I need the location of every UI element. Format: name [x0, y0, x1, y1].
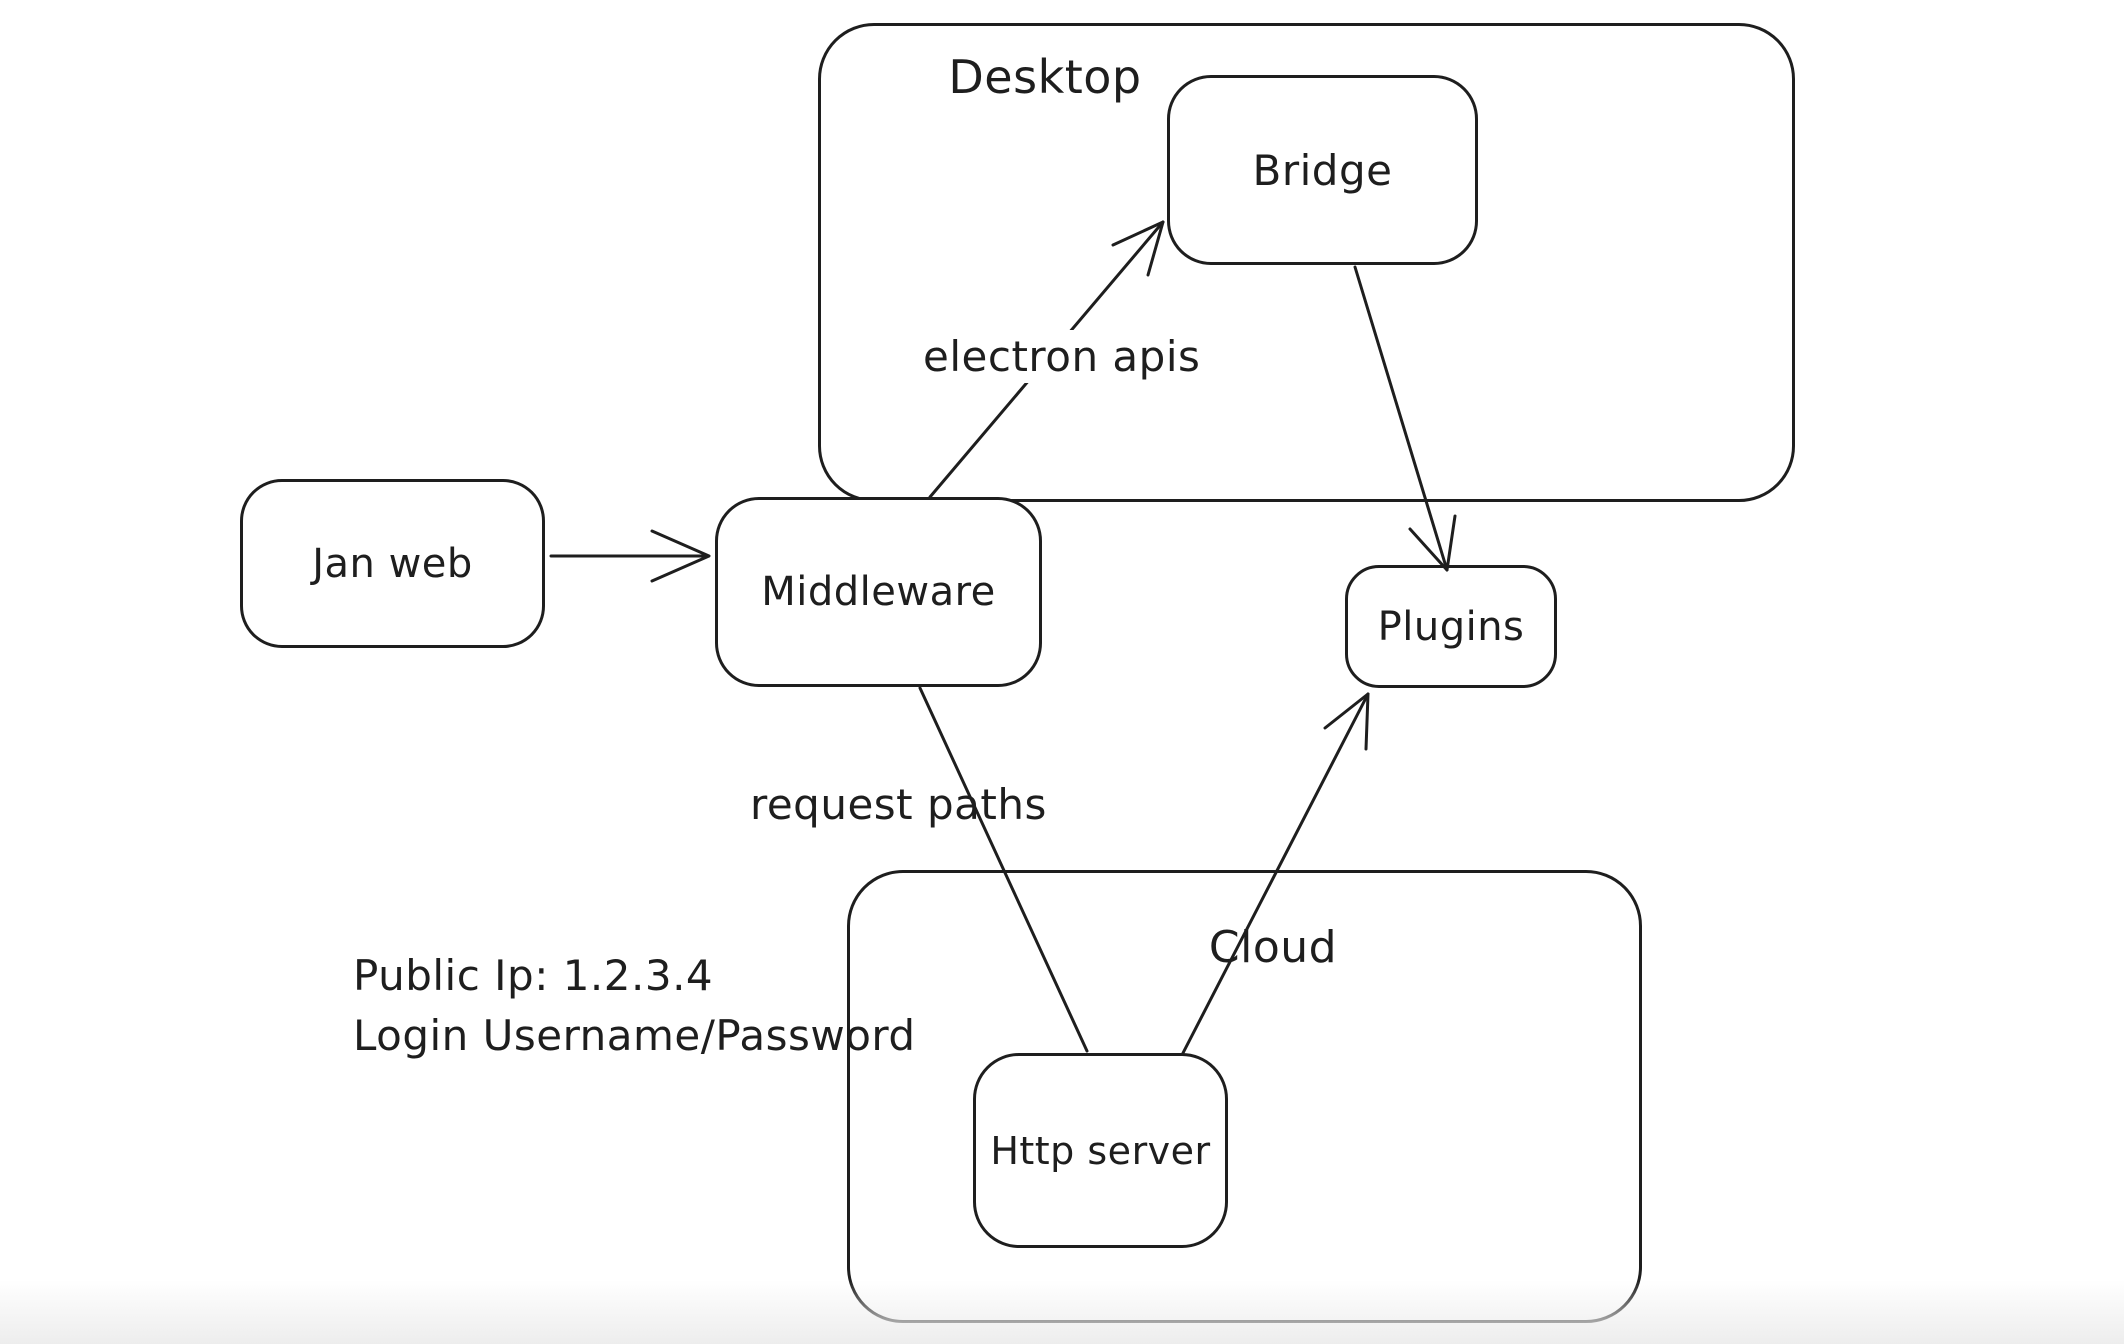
- public-ip-line: Public Ip: 1.2.3.4: [353, 951, 714, 1000]
- cloud-container-label: Cloud: [1208, 922, 1338, 973]
- node-http-server: Http server: [973, 1053, 1228, 1248]
- node-bridge: Bridge: [1167, 75, 1478, 265]
- public-ip-annotation: Public Ip: 1.2.3.4 Login Username/Passwo…: [353, 946, 916, 1066]
- node-bridge-label: Bridge: [1252, 145, 1393, 195]
- node-jan-web-label: Jan web: [312, 540, 473, 587]
- node-plugins-label: Plugins: [1377, 603, 1525, 650]
- node-plugins: Plugins: [1345, 565, 1557, 688]
- arrow-jan-web-to-middleware: [549, 529, 711, 583]
- node-jan-web: Jan web: [240, 479, 545, 648]
- arrow-http-server-to-plugins: [1181, 692, 1370, 1055]
- edge-label-electron-apis: electron apis: [915, 330, 1209, 383]
- desktop-container-label: Desktop: [948, 50, 1142, 104]
- node-http-server-label: Http server: [990, 1128, 1211, 1173]
- desktop-container-box: [818, 23, 1795, 502]
- edge-label-request-paths: request paths: [750, 780, 1047, 829]
- arrow-bridge-to-plugins: [1353, 265, 1457, 572]
- node-middleware-label: Middleware: [761, 569, 996, 615]
- line-middleware-to-http-server: [918, 686, 1089, 1053]
- node-middleware: Middleware: [715, 497, 1042, 687]
- login-credentials-line: Login Username/Password: [353, 1011, 916, 1060]
